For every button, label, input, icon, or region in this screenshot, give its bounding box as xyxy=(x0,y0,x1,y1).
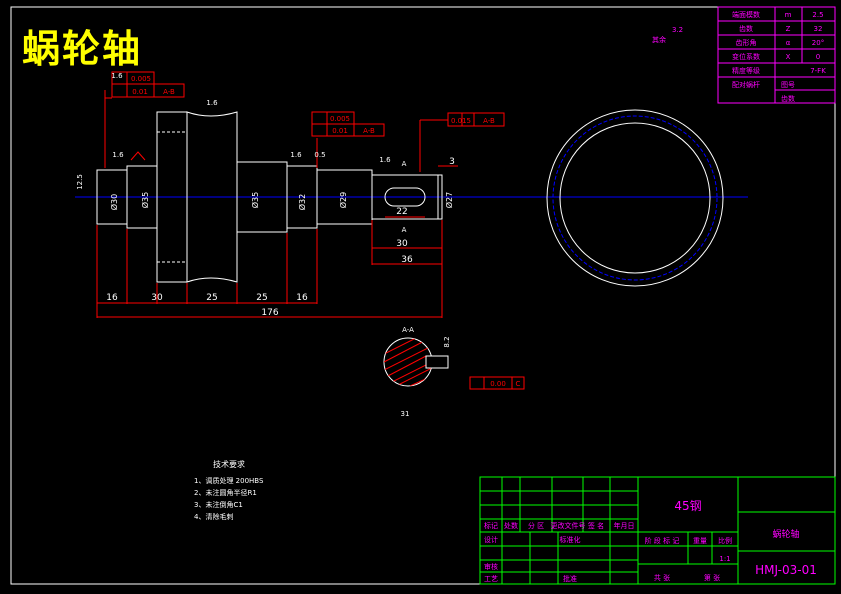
tb-material: 45钢 xyxy=(674,499,701,513)
diameter-label-c: Ø35 xyxy=(250,192,260,208)
tb-hdr-mark: 标记 xyxy=(484,521,498,530)
dim-key-position: 30 xyxy=(396,239,408,249)
param-name-3: 齿形角 xyxy=(736,38,757,47)
dim-len-1: 16 xyxy=(106,293,118,303)
param-value-4: 0 xyxy=(816,53,820,61)
tb-scale-value: 1:1 xyxy=(719,555,730,563)
param-name-5: 精度等级 xyxy=(732,66,760,75)
param-name-6: 配对蜗杆 xyxy=(732,80,760,89)
tol-3-ref: A-B xyxy=(483,117,495,125)
dim-shoulder: 36 xyxy=(401,255,413,265)
param-value-5: 7-FK xyxy=(810,67,826,75)
tolerance-frames xyxy=(111,71,525,390)
tb-weight: 重量 xyxy=(693,537,707,545)
dim-chamfer: 0.5 xyxy=(314,151,325,159)
param-symbol-7: 齿数 xyxy=(781,94,795,103)
tech-item-1: 1、调质处理 200HBS xyxy=(194,476,264,485)
tb-sheets-total: 共 张 xyxy=(654,573,670,582)
dim-section-width: 31 xyxy=(401,410,410,418)
ra-label-5: 1.6 xyxy=(111,72,123,80)
tol-2-a: 0.005 xyxy=(330,115,350,123)
param-table-lines xyxy=(717,6,836,104)
cut-label-bottom: A xyxy=(402,226,407,234)
dim-gap: 3 xyxy=(449,157,455,167)
surface-finish-rest-value: 3.2 xyxy=(672,26,683,34)
param-symbol-6: 图号 xyxy=(781,81,795,89)
param-value-1: 2.5 xyxy=(812,11,823,19)
param-table: 端面模数 m 2.5 齿数 Z 32 齿形角 α 20° 变位系数 X 0 精度等级 7-FK 配对蜗杆 图号… xyxy=(732,10,826,103)
tech-requirements: 技术要求 1、调质处理 200HBS 2、未注圆角半径R1 3、未注倒角C1 4… xyxy=(194,459,264,521)
param-name-2: 齿数 xyxy=(739,24,753,33)
ra-label-4: 1.6 xyxy=(379,156,391,164)
gear-end-view xyxy=(546,109,724,287)
param-value-3: 20° xyxy=(812,39,824,47)
tb-process: 工艺 xyxy=(484,575,498,583)
ra-label-6: 12.5 xyxy=(76,174,84,190)
ra-label-1: 1.6 xyxy=(112,151,124,159)
tech-item-4: 4、清除毛刺 xyxy=(194,512,233,521)
diameter-label-d: Ø32 xyxy=(297,194,307,210)
tol-1-b: 0.01 xyxy=(132,88,148,96)
tol-2-b: 0.01 xyxy=(332,127,348,135)
dim-key-length: 22 xyxy=(396,207,407,217)
shaft-hidden-lines xyxy=(157,131,187,263)
dim-len-5: 16 xyxy=(296,293,308,303)
tech-item-3: 3、未注倒角C1 xyxy=(194,500,243,509)
param-symbol-1: m xyxy=(785,11,792,19)
param-symbol-2: Z xyxy=(786,25,791,33)
tb-hdr-change: 更改文件号 xyxy=(551,521,586,530)
tech-heading: 技术要求 xyxy=(213,459,245,469)
tb-review: 审核 xyxy=(484,562,498,571)
diameter-label-e: Ø29 xyxy=(338,192,348,208)
diameter-label-b: Ø35 xyxy=(140,192,150,208)
tol-4-a: 0.00 xyxy=(490,380,506,388)
tb-hdr-date: 年月日 xyxy=(614,521,635,530)
tb-hdr-zone: 分 区 xyxy=(528,521,544,530)
diameter-label-f: Ø27 xyxy=(444,192,454,208)
dim-len-3: 25 xyxy=(206,293,217,303)
tol-1-ref: A-B xyxy=(163,88,175,96)
diameter-label-a: Ø30 xyxy=(109,194,119,210)
tol-3-a: 0.015 xyxy=(451,117,471,125)
tb-standard: 标准化 xyxy=(560,535,581,544)
tb-approve: 批准 xyxy=(563,574,577,583)
tol-4-ref: C xyxy=(516,380,521,388)
tb-stage: 阶 段 标 记 xyxy=(645,536,680,545)
section-view xyxy=(383,337,449,387)
dim-len-4: 25 xyxy=(256,293,267,303)
tol-2-ref: A-B xyxy=(363,127,375,135)
drawing-frame xyxy=(10,6,836,585)
param-name-1: 端面模数 xyxy=(732,10,760,19)
tb-hdr-count: 处数 xyxy=(504,521,518,530)
ra-label-3: 1.6 xyxy=(290,151,302,159)
tb-drawing-number: HMJ-03-01 xyxy=(755,563,817,577)
dim-len-2: 30 xyxy=(151,293,163,303)
tech-item-2: 2、未注圆角半径R1 xyxy=(194,488,257,497)
param-name-4: 变位系数 xyxy=(732,52,760,61)
tb-hdr-sign: 签 名 xyxy=(588,521,604,530)
title-block-lines xyxy=(479,476,836,585)
dim-total: 176 xyxy=(261,308,278,318)
section-label: A-A xyxy=(402,326,414,334)
dimension-lines xyxy=(96,90,458,318)
surface-finish-rest-label: 其余 xyxy=(652,35,666,44)
cut-label-top: A xyxy=(402,160,407,168)
tb-part-name: 蜗轮轴 xyxy=(772,528,799,540)
ra-label-2: 1.6 xyxy=(206,99,218,107)
drawing-title: 蜗轮轴 xyxy=(22,26,143,71)
tb-sheet-no: 第 张 xyxy=(704,573,720,582)
param-symbol-3: α xyxy=(786,39,791,47)
shaft-outline xyxy=(96,111,443,283)
param-value-2: 32 xyxy=(814,25,823,33)
param-symbol-4: X xyxy=(786,53,791,61)
tb-design: 设计 xyxy=(484,535,498,544)
tol-1-a: 0.005 xyxy=(131,75,151,83)
tb-ratio: 比例 xyxy=(718,536,732,545)
dim-section-height: 8.2 xyxy=(443,336,451,347)
